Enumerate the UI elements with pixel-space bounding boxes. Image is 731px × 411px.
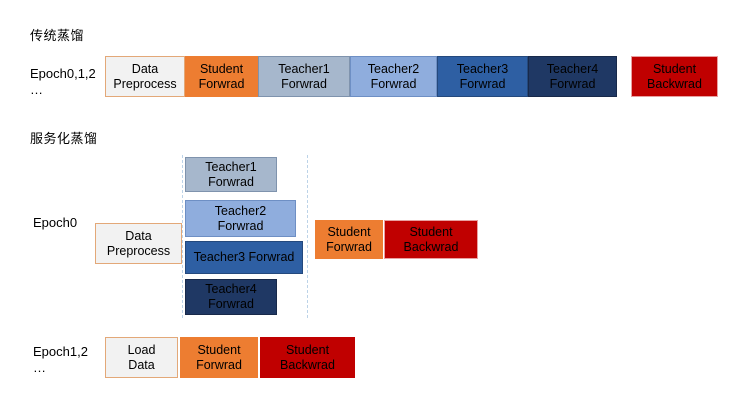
epoch-label-12-dots: … xyxy=(33,360,47,375)
bar-label: Student Forwrad xyxy=(326,224,372,254)
bar-student-backward-row2[interactable]: Student Backwrad xyxy=(384,220,478,259)
bar-label: Data Preprocess xyxy=(106,228,171,258)
bar-student-backward-row1[interactable]: Student Backwrad xyxy=(631,56,718,97)
bar-teacher1-forward-row1[interactable]: Teacher1 Forwrad xyxy=(258,56,350,97)
epoch-label-0: Epoch0 xyxy=(33,215,77,231)
bar-teacher4-forward-row1[interactable]: Teacher4 Forwrad xyxy=(528,56,617,97)
bar-label: Load Data xyxy=(127,342,156,372)
epoch-label-012-dots: … xyxy=(30,82,44,97)
bar-label: Student Backwrad xyxy=(647,61,702,91)
epoch-label-12: Epoch1,2 … xyxy=(33,344,88,376)
bar-label: Student Forwrad xyxy=(196,342,242,372)
bar-teacher4-forward-row2[interactable]: Teacher4 Forwrad xyxy=(185,279,277,315)
bar-label: Teacher1 Forwrad xyxy=(205,159,257,189)
bar-label: Student Backwrad xyxy=(403,224,459,254)
bar-teacher3-forward-row2[interactable]: Teacher3 Forwrad xyxy=(185,241,303,274)
bar-student-forward-row1[interactable]: Student Forwrad xyxy=(185,56,258,97)
section-title-traditional: 传统蒸馏 xyxy=(30,28,85,43)
bar-data-preprocess-row2[interactable]: Data Preprocess xyxy=(95,223,182,264)
section-title-serviced: 服务化蒸馏 xyxy=(30,131,98,146)
bar-label: Data Preprocess xyxy=(113,61,177,91)
bar-teacher2-forward-row1[interactable]: Teacher2 Forwrad xyxy=(350,56,437,97)
bar-label: Teacher2 Forwrad xyxy=(214,203,267,233)
guide-line-left xyxy=(182,155,184,318)
bar-label: Teacher3 Forwrad xyxy=(193,250,295,264)
epoch-label-012-text: Epoch0,1,2 xyxy=(30,66,96,81)
guide-line-right xyxy=(307,155,309,318)
bar-student-backward-row3[interactable]: Student Backwrad xyxy=(260,337,355,378)
bar-label: Student Backwrad xyxy=(280,342,335,372)
bar-teacher3-forward-row1[interactable]: Teacher3 Forwrad xyxy=(437,56,528,97)
bar-student-forward-row2[interactable]: Student Forwrad xyxy=(315,220,383,259)
bar-teacher1-forward-row2[interactable]: Teacher1 Forwrad xyxy=(185,157,277,192)
bar-student-forward-row3[interactable]: Student Forwrad xyxy=(180,337,258,378)
bar-label: Teacher2 Forwrad xyxy=(367,61,420,91)
bar-teacher2-forward-row2[interactable]: Teacher2 Forwrad xyxy=(185,200,296,237)
bar-label: Student Forwrad xyxy=(198,61,245,91)
bar-label: Teacher3 Forwrad xyxy=(456,61,509,91)
bar-label: Teacher4 Forwrad xyxy=(546,61,599,91)
bar-load-data-row3[interactable]: Load Data xyxy=(105,337,178,378)
bar-label: Teacher1 Forwrad xyxy=(278,61,330,91)
bar-data-preprocess-row1[interactable]: Data Preprocess xyxy=(105,56,185,97)
epoch-label-012: Epoch0,1,2 … xyxy=(30,66,96,98)
epoch-label-12-text: Epoch1,2 xyxy=(33,344,88,359)
bar-label: Teacher4 Forwrad xyxy=(205,282,257,311)
epoch-label-0-text: Epoch0 xyxy=(33,215,78,230)
